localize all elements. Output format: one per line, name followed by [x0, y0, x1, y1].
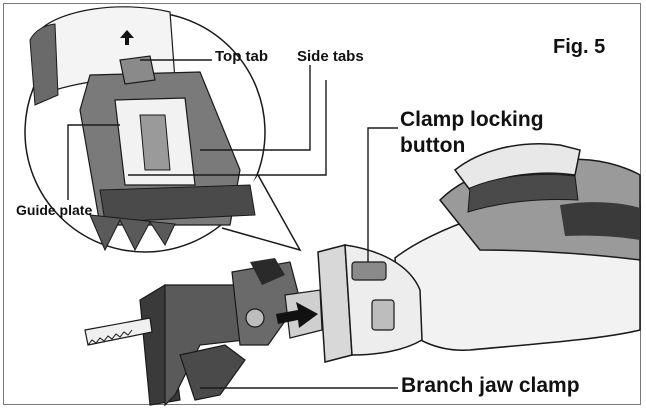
clamp-locking-button-label-line2: button	[400, 134, 466, 157]
leader-lines	[67, 59, 398, 389]
insert-direction-arrow	[276, 302, 318, 328]
clamp-mount-plate	[317, 244, 423, 363]
side-tabs-leader-1	[200, 65, 311, 151]
figure-number-label: Fig. 5	[553, 36, 606, 58]
clamp-locking-button-leader	[367, 127, 398, 262]
guide-plate-leader	[67, 124, 120, 200]
side-tabs-label: Side tabs	[297, 48, 364, 65]
top-tab-label: Top tab	[215, 48, 269, 65]
clamp-locking-button-label-line1: Clamp locking	[400, 108, 544, 131]
side-tabs-leader-2	[128, 80, 327, 176]
magnified-inset	[24, 6, 302, 258]
clamp-locking-button-label: Clamp locking button	[400, 107, 544, 159]
branch-jaw-clamp-label: Branch jaw clamp	[401, 374, 580, 397]
branch-jaw-clamp-part	[84, 258, 323, 407]
guide-plate-label: Guide plate	[16, 202, 93, 218]
tool-body	[394, 142, 641, 351]
